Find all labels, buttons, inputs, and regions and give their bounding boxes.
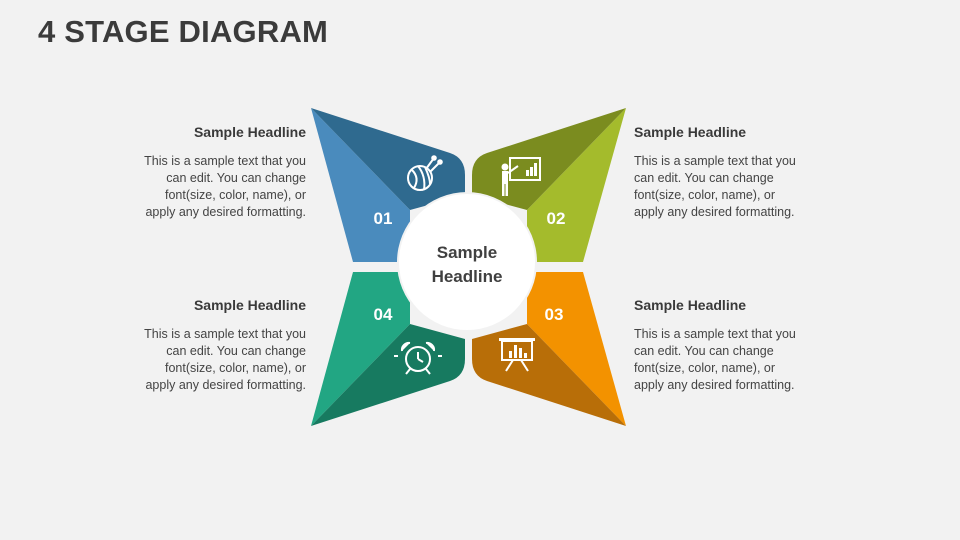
stage-04-text-block: Sample Headline This is a sample text th… (136, 297, 306, 394)
stage-04-petal[interactable]: 04 (311, 272, 465, 426)
stage-01-number: 01 (374, 209, 393, 228)
stage-01-text-block: Sample Headline This is a sample text th… (136, 124, 306, 221)
center-line-1: Sample (437, 243, 497, 262)
stage-01-body: This is a sample text that you can edit.… (136, 153, 306, 221)
alarm-clock-icon (394, 341, 442, 375)
page-title: 4 STAGE DIAGRAM (38, 14, 329, 49)
stage-04-line: can edit. You can change (166, 344, 306, 358)
stage-02-number: 02 (547, 209, 566, 228)
stage-02-face-light (527, 108, 626, 262)
stage-03-text-block: Sample Headline This is a sample text th… (634, 297, 804, 394)
stage-03-number: 03 (545, 305, 564, 324)
presenter-board-icon (501, 157, 541, 196)
stage-02-line: This is a sample text that you (634, 154, 796, 168)
stage-01-line: apply any desired formatting. (145, 205, 306, 219)
stage-03-line: apply any desired formatting. (634, 378, 795, 392)
center-circle (399, 194, 535, 330)
stage-01-line: can edit. You can change (166, 171, 306, 185)
stage-02-line: font(size, color, name), or (634, 188, 776, 202)
stage-01-petal[interactable]: 01 (311, 108, 465, 262)
stage-03-line: can edit. You can change (634, 344, 774, 358)
stage-02-line: apply any desired formatting. (634, 205, 795, 219)
stage-04-face-light (311, 272, 410, 426)
stage-03-face-light (527, 272, 626, 426)
stage-01-line: font(size, color, name), or (164, 188, 306, 202)
yarn-ball-knitting-icon (407, 155, 443, 191)
stage-04-number: 04 (374, 305, 393, 324)
center-line-2: Headline (432, 267, 503, 286)
stage-04-heading: Sample Headline (193, 297, 306, 313)
stage-02-line: can edit. You can change (634, 171, 774, 185)
stage-03-face-dark (472, 324, 626, 426)
stage-01-face-light (311, 108, 410, 262)
stage-04-line: This is a sample text that you (144, 327, 306, 341)
stage-03-petal[interactable]: 03 (472, 272, 626, 426)
stage-03-heading: Sample Headline (634, 297, 747, 313)
stage-03-body: This is a sample text that you can edit.… (634, 326, 804, 394)
easel-chart-icon (499, 338, 535, 372)
stage-04-line: apply any desired formatting. (145, 378, 306, 392)
stage-03-line: This is a sample text that you (634, 327, 796, 341)
stage-01-heading: Sample Headline (193, 124, 306, 140)
stage-04-line: font(size, color, name), or (164, 361, 306, 375)
stage-02-text-block: Sample Headline This is a sample text th… (634, 124, 804, 221)
stage-04-body: This is a sample text that you can edit.… (136, 326, 306, 394)
stage-01-face-dark (311, 108, 465, 210)
stage-02-body: This is a sample text that you can edit.… (634, 153, 804, 221)
stage-02-petal[interactable]: 02 (472, 108, 626, 262)
stage-02-face-dark (472, 108, 626, 210)
stage-01-line: This is a sample text that you (144, 154, 306, 168)
stage-03-line: font(size, color, name), or (634, 361, 776, 375)
stage-02-heading: Sample Headline (634, 124, 747, 140)
